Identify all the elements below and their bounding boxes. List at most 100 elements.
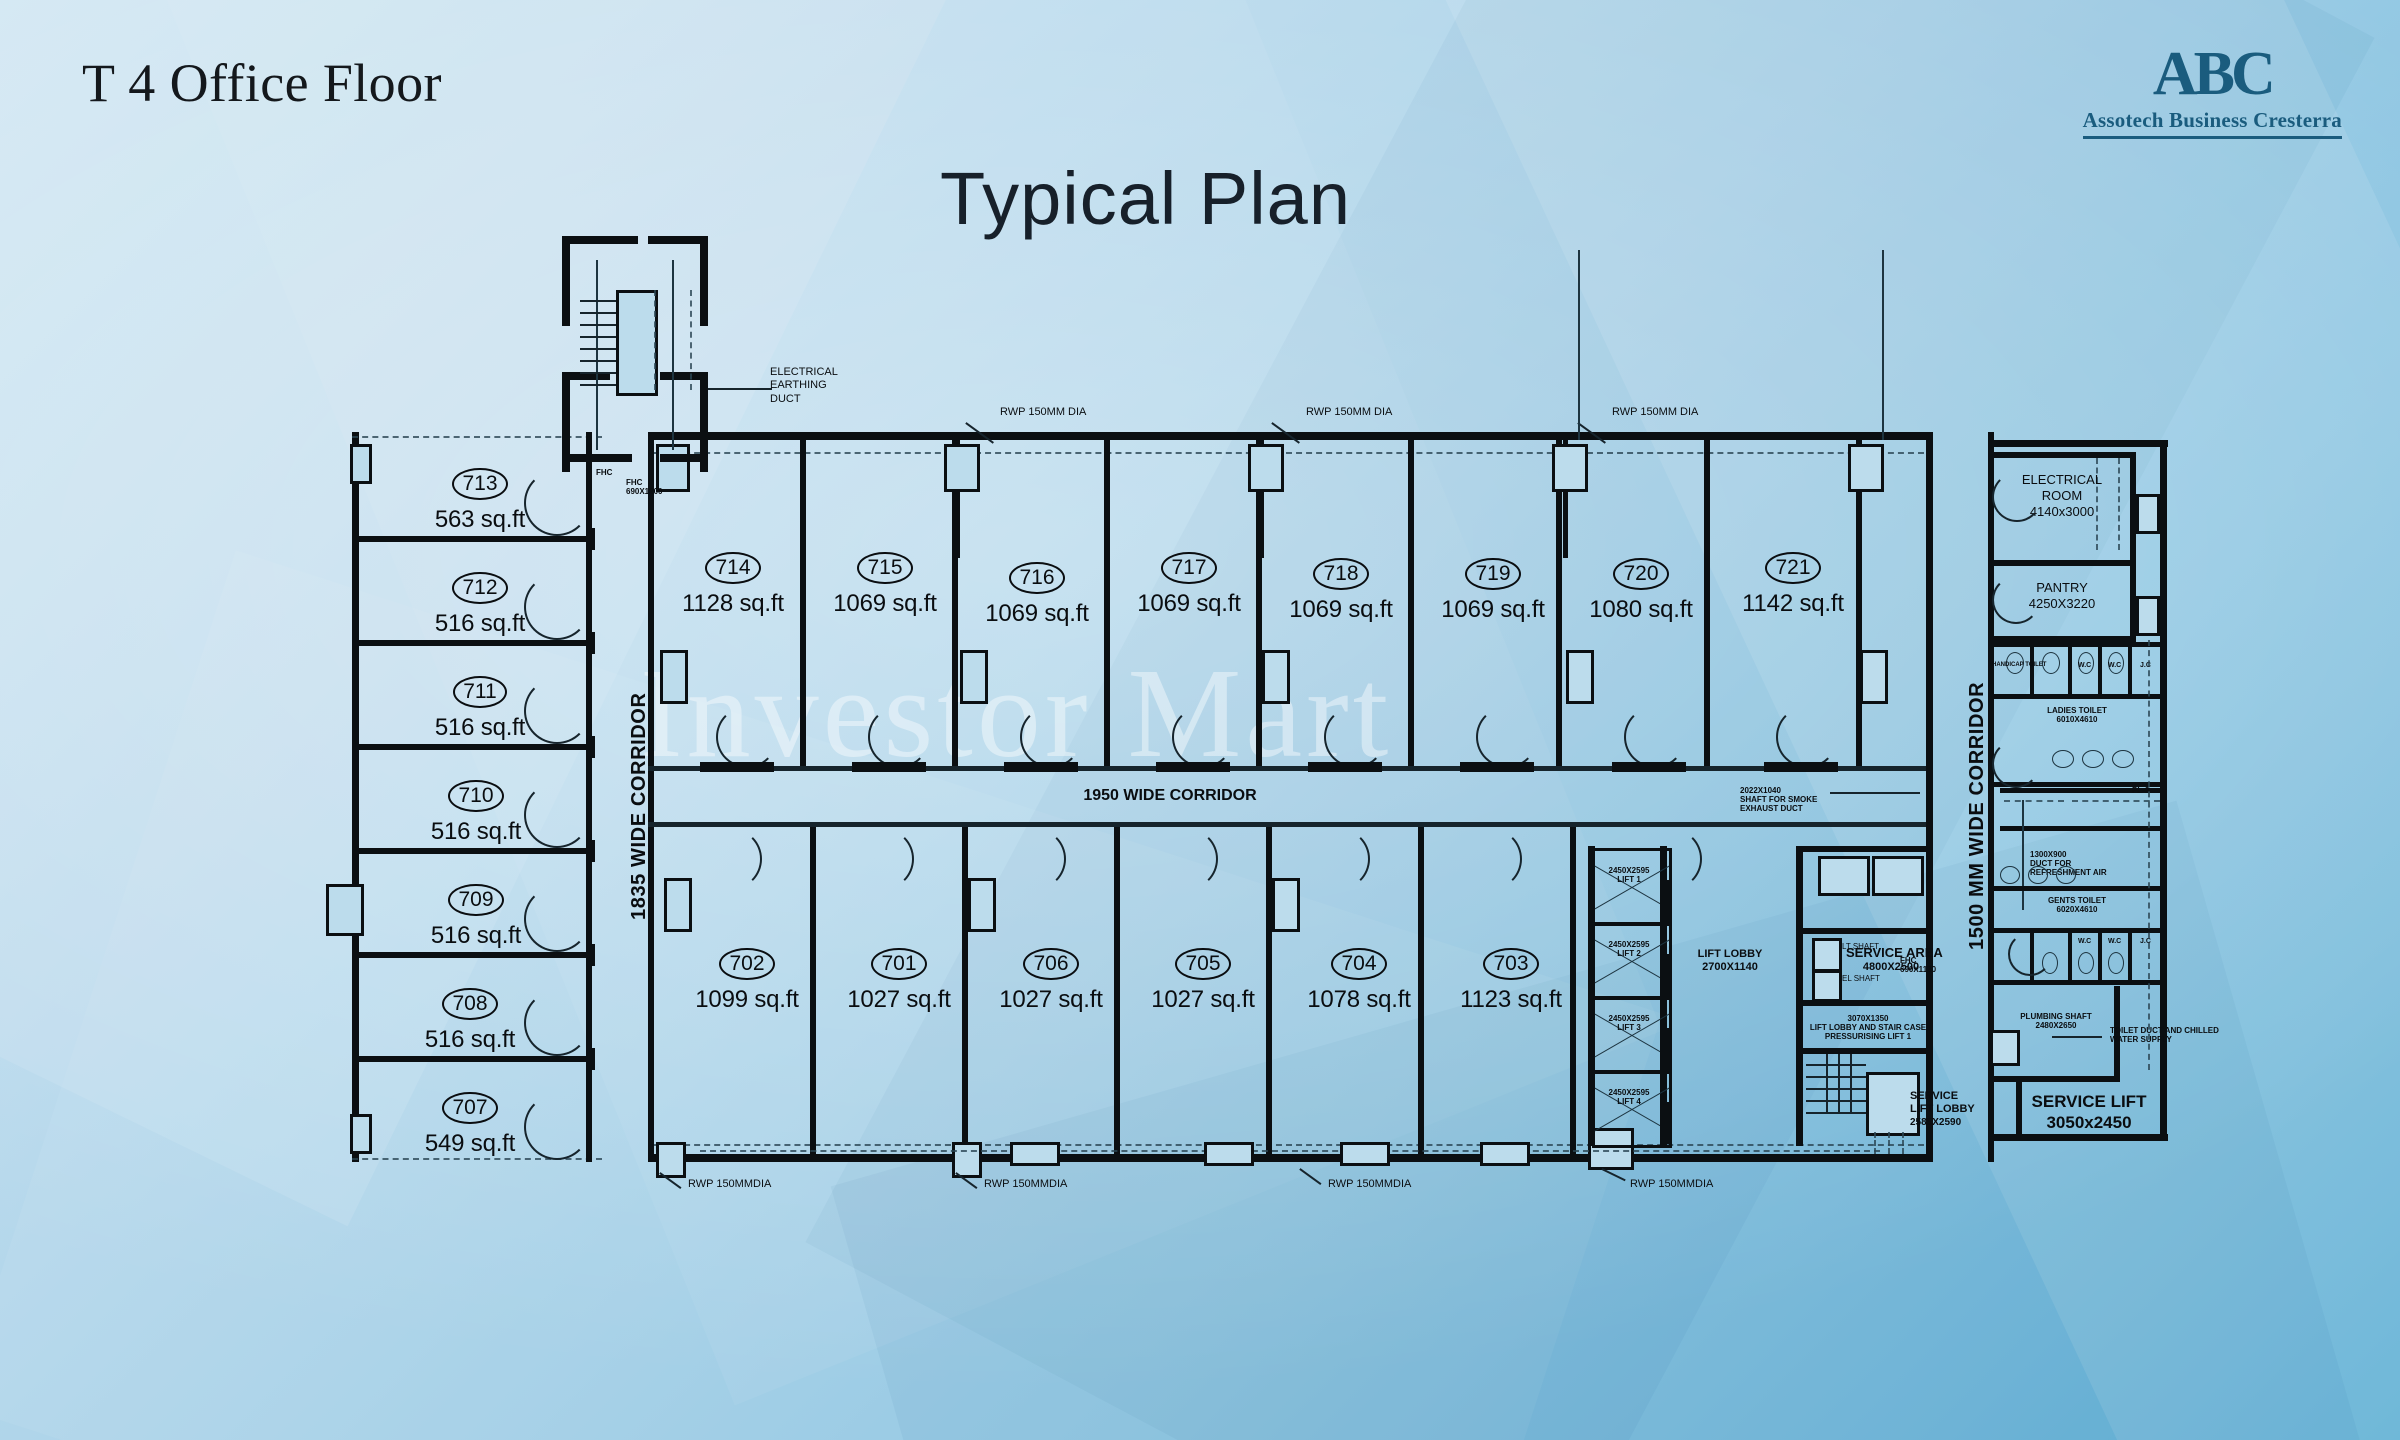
wall-ladies-div-4 — [2128, 647, 2132, 695]
unit-711: 711 516 sq.ft — [400, 676, 560, 742]
svc-stair-3 — [1806, 1088, 1866, 1090]
ladies-basin-1 — [2052, 750, 2074, 768]
unit-703: 703 1123 sq.ft — [1442, 948, 1580, 1014]
lift-1-name: LIFT 1 — [1617, 875, 1641, 885]
refresh-air-size: 1300X900 — [2030, 850, 2067, 859]
threshold-717 — [1156, 762, 1230, 772]
unit-704: 704 1078 sq.ft — [1290, 948, 1428, 1014]
lift-3-name: LIFT 3 — [1617, 1023, 1641, 1033]
room-mullion-714 — [660, 650, 688, 704]
label-lt-shaft: LT SHAFT — [1842, 942, 1880, 951]
unit-area: 1027 sq.ft — [1151, 986, 1255, 1013]
label-electrical-earthing-duct: ELECTRICAL EARTHING DUCT — [770, 366, 838, 406]
unit-area: 1078 sq.ft — [1307, 986, 1411, 1013]
refresh-air-riser — [2022, 800, 2024, 910]
svc-stair-5 — [1806, 1112, 1866, 1114]
unit-number: 708 — [442, 988, 498, 1020]
unit-area: 516 sq.ft — [424, 1026, 516, 1053]
label-electrical-room: ELECTRICAL ROOM 4140x3000 — [1992, 472, 2132, 520]
service-lift-size: 3050x2450 — [2046, 1112, 2132, 1132]
room-mullion-718 — [1262, 650, 1290, 704]
door-swing-701 — [852, 828, 914, 890]
ladies-basin-3 — [2112, 750, 2134, 768]
door-swing-712 — [524, 574, 590, 640]
wall-top-div-4 — [1256, 440, 1262, 770]
wall-left-row-4 — [352, 848, 592, 854]
wall-bot-div-4 — [1266, 824, 1272, 1154]
label-lift-lobby: LIFT LOBBY 2700X1140 — [1668, 948, 1792, 975]
unit-area: 516 sq.ft — [430, 818, 522, 845]
window-left-top — [350, 444, 372, 484]
stair-tread-4 — [580, 336, 616, 338]
pantry-size: 4250X3220 — [2028, 595, 2096, 611]
wall-bot-div-5 — [1418, 824, 1424, 1154]
company-logo: ABC Assotech Business Cresterra — [2082, 40, 2342, 139]
unit-area: 1123 sq.ft — [1460, 986, 1562, 1013]
wall-right-wing-bottom — [1988, 1134, 2168, 1141]
unit-709: 709 516 sq.ft — [396, 884, 556, 950]
door-jamb-713 — [586, 528, 595, 550]
unit-number: 709 — [448, 884, 504, 916]
unit-number: 721 — [1765, 552, 1821, 584]
mullion-t1 — [955, 440, 960, 558]
unit-707: 707 549 sq.ft — [390, 1092, 550, 1158]
unit-area: 1128 sq.ft — [682, 590, 784, 617]
stair-tread-3 — [580, 324, 616, 326]
svc-stair-core — [1866, 1072, 1920, 1136]
lift-4-shaft — [1592, 1070, 1672, 1148]
pantry-window-b — [2136, 596, 2160, 636]
wall-gents-div-2 — [2068, 928, 2072, 980]
label-ladies-wc-1: W.C — [2078, 662, 2092, 669]
fhc-dim: 690X1200 — [626, 487, 663, 497]
bottom-win-3 — [1340, 1142, 1390, 1166]
wall-plumbing-shaft-bottom — [1988, 1076, 2120, 1082]
label-rwp-bot-2: RWP 150MMDIA — [984, 1178, 1068, 1190]
window-left-mid — [326, 884, 364, 936]
unit-712: 712 516 sq.ft — [400, 572, 560, 638]
unit-701: 701 1027 sq.ft — [830, 948, 968, 1014]
svc-stair-rail-2 — [1838, 1054, 1840, 1114]
unit-number: 712 — [452, 572, 508, 604]
ladies-wc-1 — [2006, 652, 2024, 674]
stair-tread-1 — [580, 300, 616, 302]
unit-717: 717 1069 sq.ft — [1120, 552, 1258, 618]
door-jamb-709 — [586, 944, 595, 966]
label-rwp-top-1: RWP 150MM DIA — [1000, 406, 1087, 418]
wall-main-bottom — [648, 1154, 1926, 1162]
lift-jamb-3 — [1660, 1028, 1670, 1070]
unit-716: 716 1069 sq.ft — [968, 562, 1106, 628]
stair-wall-left-out — [562, 236, 570, 326]
door-jamb-712 — [586, 632, 595, 654]
label-fhc-tag: FHC — [596, 468, 613, 477]
ladies-toilet-name: LADIES TOILET — [2047, 706, 2107, 715]
fhc-right-size: 690X1130 — [1900, 965, 1937, 975]
wall-left-corridor-outer — [648, 432, 654, 1162]
door-swing-703 — [1460, 828, 1522, 890]
room-mullion-704 — [1272, 878, 1300, 932]
door-swing-713 — [524, 470, 590, 536]
lift-1-size: 2450X2595 — [1608, 866, 1650, 875]
door-swing-710 — [524, 782, 590, 848]
unit-710: 710 516 sq.ft — [396, 780, 556, 846]
service-lift-name: SERVICE LIFT — [2031, 1092, 2147, 1111]
service-lift-lobby-line-2: LIFT LOBBY — [1910, 1103, 1975, 1116]
room-mullion-702 — [664, 878, 692, 932]
wall-duct-band-bottom — [2000, 826, 2166, 831]
stair-wall-right-out — [700, 236, 708, 326]
logo-mark: ABC — [2152, 40, 2276, 108]
facade-win-t1 — [944, 444, 980, 492]
wall-bot-div-3 — [1114, 824, 1120, 1154]
lift-4-name: LIFT 4 — [1617, 1097, 1641, 1107]
label-fhc-right: FHC 690X1130 — [1900, 956, 1936, 974]
grid-axis-1 — [1578, 250, 1580, 440]
wall-corridor-top-edge — [648, 766, 1926, 771]
stair-landing — [616, 290, 658, 396]
threshold-719 — [1460, 762, 1534, 772]
unit-area: 1069 sq.ft — [833, 590, 937, 617]
door-swing-pantry — [1992, 576, 2040, 624]
wall-left-row-6 — [352, 1056, 592, 1062]
unit-area: 516 sq.ft — [434, 610, 526, 637]
unit-714: 714 1128 sq.ft — [664, 552, 802, 618]
service-lift-lobby-size: 2585X2590 — [1910, 1116, 1962, 1128]
